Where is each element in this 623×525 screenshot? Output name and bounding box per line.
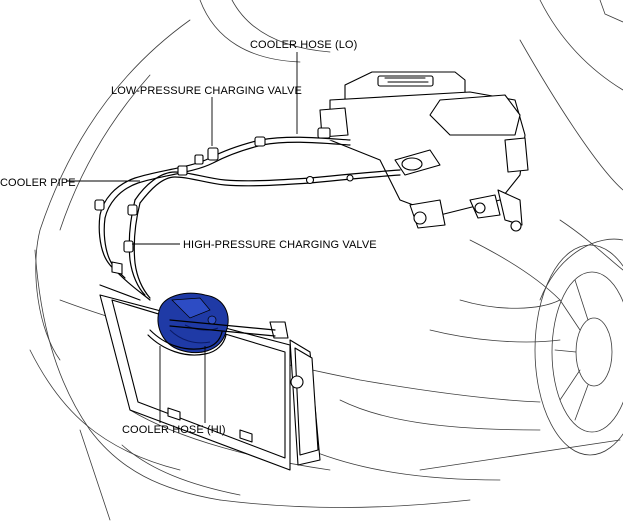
leader-cooler-hose-hi <box>159 346 206 423</box>
label-high-pressure-charging-valve: HIGH-PRESSURE CHARGING VALVE <box>183 239 377 251</box>
evaporator-unit <box>319 71 529 232</box>
front-wheel <box>534 238 623 456</box>
callout-labels: COOLER HOSE (LO) LOW-PRESSURE CHARGING V… <box>0 39 377 436</box>
label-low-pressure-charging-valve: LOW-PRESSURE CHARGING VALVE <box>111 85 302 97</box>
refrigerant-lines <box>94 127 401 356</box>
label-cooler-hose-hi: COOLER HOSE (HI) <box>122 424 226 436</box>
label-cooler-hose-lo: COOLER HOSE (LO) <box>250 39 357 51</box>
leader-lines <box>66 52 298 423</box>
highlighted-component <box>157 292 229 354</box>
vehicle-body-outline <box>29 0 623 521</box>
label-cooler-pipe: COOLER PIPE <box>0 177 76 189</box>
condenser <box>99 284 321 471</box>
